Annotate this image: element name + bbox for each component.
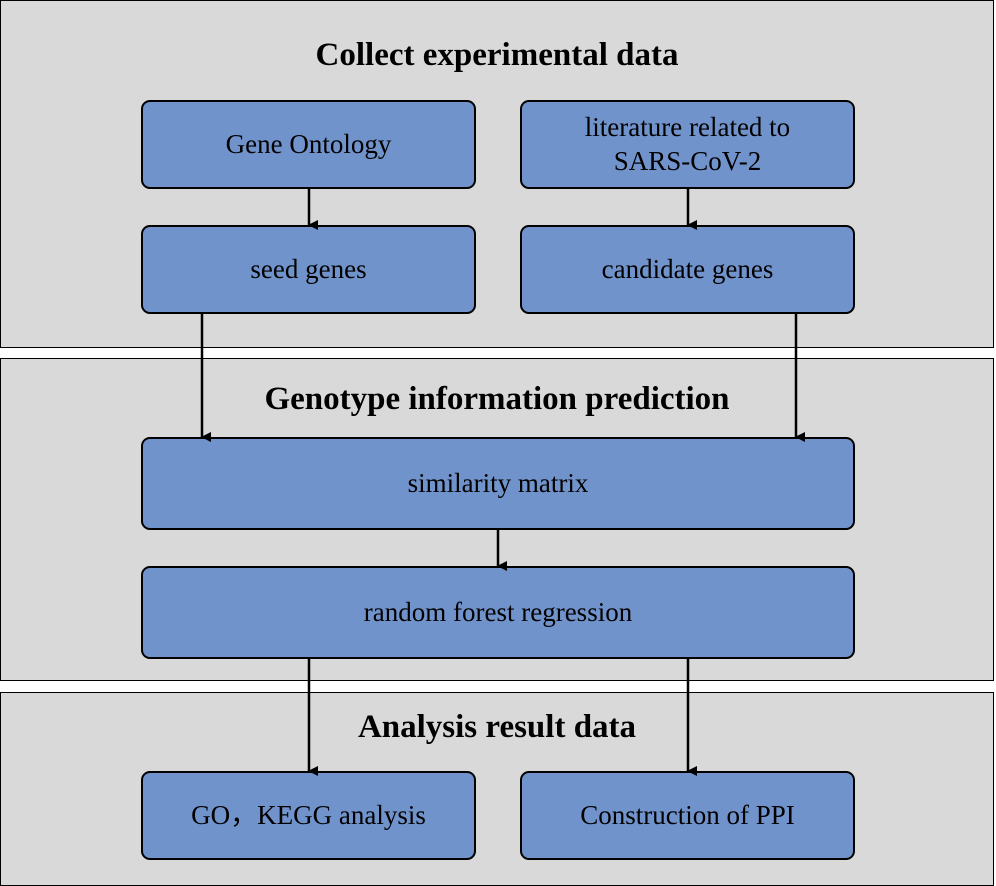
go-kegg-analysis-label: GO，KEGG analysis bbox=[191, 799, 426, 830]
seed-genes-label: seed genes bbox=[250, 253, 367, 284]
section-title-collect: Collect experimental data bbox=[315, 37, 679, 73]
seed-genes-box: seed genes bbox=[141, 225, 476, 314]
similarity-matrix-box: similarity matrix bbox=[141, 437, 855, 530]
random-forest-regression-label: random forest regression bbox=[363, 596, 633, 627]
candidate-genes-box: candidate genes bbox=[520, 225, 855, 314]
construction-of-ppi-label: Construction of PPI bbox=[580, 799, 795, 830]
literature-box: literature related to SARS-CoV-2 bbox=[520, 100, 855, 189]
similarity-matrix-label: similarity matrix bbox=[407, 467, 589, 498]
literature-label: literature related to SARS-CoV-2 bbox=[584, 111, 791, 176]
gene-ontology-box: Gene Ontology bbox=[141, 100, 476, 189]
construction-of-ppi-box: Construction of PPI bbox=[520, 771, 855, 860]
random-forest-regression-box: random forest regression bbox=[141, 566, 855, 659]
candidate-genes-label: candidate genes bbox=[601, 253, 774, 284]
section-title-analyze: Analysis result data bbox=[357, 709, 637, 745]
section-title-predict: Genotype information prediction bbox=[264, 381, 730, 417]
gene-ontology-label: Gene Ontology bbox=[225, 128, 392, 159]
go-kegg-analysis-box: GO，KEGG analysis bbox=[141, 771, 476, 860]
